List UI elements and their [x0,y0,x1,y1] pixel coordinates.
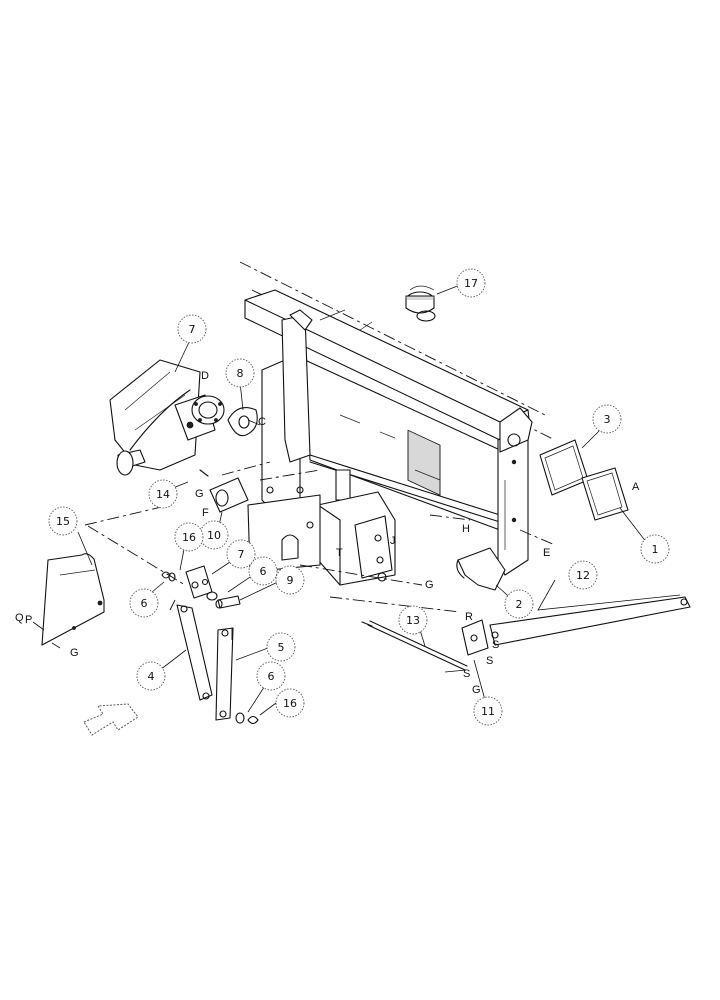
letter-D: D [201,370,209,382]
letter-G-4: G [70,647,79,659]
svg-text:16: 16 [283,697,297,710]
svg-text:6: 6 [268,670,275,683]
svg-text:13: 13 [406,614,420,627]
svg-text:10: 10 [207,529,221,542]
svg-text:12: 12 [576,569,590,582]
letter-T: T [336,547,343,559]
letter-F: F [202,507,209,519]
callout-16-b: 16 [275,688,305,718]
callout-6-b: 6 [248,556,278,586]
letter-labels: A C D E F G G G G H J P Q R S S S T [15,370,640,696]
letter-A: A [632,481,640,493]
part-5-link [215,627,234,721]
letter-R: R [465,611,473,623]
callout-17: 17 [456,268,486,298]
svg-text:6: 6 [260,565,267,578]
svg-text:4: 4 [148,670,155,683]
callout-15: 15 [48,506,78,536]
letter-C: C [258,416,266,428]
part-6-washers [168,572,245,724]
callout-5: 5 [266,632,296,662]
callout-2: 2 [504,589,534,619]
callout-4: 4 [136,661,166,691]
leader-lines [32,284,681,716]
part-3-plate [539,439,589,496]
letter-Q: Q [15,612,24,624]
part-2-hook [456,547,506,591]
svg-text:7: 7 [189,323,196,336]
letter-G-3: G [472,684,481,696]
part-1-plate [581,467,629,521]
svg-text:2: 2 [516,598,523,611]
callout-6-c: 6 [256,661,286,691]
part-7-gearbox [109,359,225,476]
part-16-pins [161,571,259,725]
letter-S-3: S [492,639,499,651]
letter-S-2: S [486,655,493,667]
part-9-pin [215,595,241,609]
callout-16-a: 16 [174,522,204,552]
letter-E: E [543,547,550,559]
callout-3: 3 [592,404,622,434]
svg-text:1: 1 [652,543,659,556]
part-4-link [176,604,213,701]
callout-1: 1 [640,534,670,564]
part-11-clevis [461,619,489,656]
part-17-cap [405,285,436,322]
svg-text:7: 7 [238,548,245,561]
part-10-bracket [209,477,249,513]
part-12-arm [489,596,691,646]
callout-14: 14 [148,479,178,509]
svg-text:6: 6 [141,597,148,610]
svg-text:5: 5 [278,641,285,654]
letter-H: H [462,523,470,535]
svg-text:9: 9 [287,574,294,587]
svg-text:3: 3 [604,413,611,426]
callout-7-a: 7 [177,314,207,344]
part-13-rod [361,620,468,671]
part-14-bolt [199,469,209,477]
part-8-ring [227,407,258,437]
callout-6-a: 6 [129,588,159,618]
callout-12: 12 [568,560,598,590]
letter-J: J [390,535,396,547]
main-frame [221,261,556,613]
svg-text:14: 14 [156,488,170,501]
part-15-shield [41,553,105,646]
callout-8: 8 [225,358,255,388]
svg-text:15: 15 [56,515,70,528]
callout-10: 10 [199,520,229,550]
svg-text:8: 8 [237,367,244,380]
callout-9: 9 [275,565,305,595]
direction-arrow-icon [83,703,139,736]
callout-13: 13 [398,605,428,635]
letter-P: P [25,614,32,626]
letter-G-2: G [425,579,434,591]
svg-text:11: 11 [481,705,495,718]
callout-11: 11 [473,696,503,726]
callout-7-b: 7 [226,539,256,569]
svg-text:16: 16 [182,531,196,544]
letter-G-1: G [195,488,204,500]
letter-S-1: S [463,668,470,680]
svg-text:17: 17 [464,277,478,290]
linkage-dash [84,504,233,640]
